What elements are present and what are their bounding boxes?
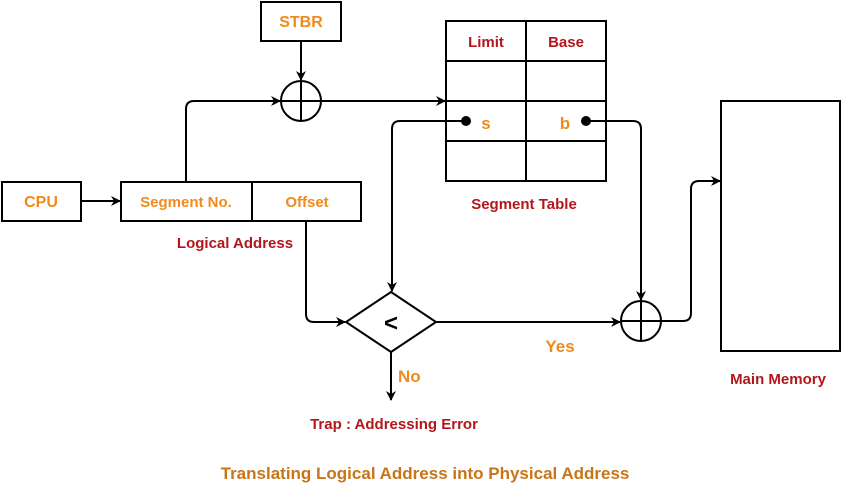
limit-to-comparator-arrow <box>387 120 466 292</box>
cpu-node: CPU <box>1 181 82 222</box>
segment-table-caption: Segment Table <box>471 196 577 213</box>
segment-no-label: Segment No. <box>140 194 232 211</box>
adder-to-main-memory-arrow <box>661 176 721 322</box>
stbr-node: STBR <box>260 1 342 42</box>
logical-address-node: Segment No. Offset <box>120 181 362 222</box>
no-label: No <box>398 367 421 386</box>
segment-table: Limit Base s b <box>445 20 607 182</box>
limit-value-s: s <box>481 114 490 133</box>
cpu-label: CPU <box>24 194 58 211</box>
main-memory-caption: Main Memory <box>730 371 827 388</box>
logical-address-caption: Logical Address <box>177 235 293 252</box>
limit-header: Limit <box>468 34 504 51</box>
base-header: Base <box>548 34 584 51</box>
offset-to-comparator-arrow <box>305 221 346 327</box>
comparator-symbol: < <box>384 310 398 337</box>
stbr-label: STBR <box>279 14 323 31</box>
trap-caption: Trap : Addressing Error <box>310 416 478 433</box>
adder-icon <box>280 80 322 122</box>
main-memory-block <box>720 100 841 352</box>
base-value-b: b <box>560 114 570 133</box>
comparator-node: < <box>344 290 438 354</box>
base-to-adder-arrow <box>586 120 646 301</box>
diagram-title: Translating Logical Address into Physica… <box>221 464 630 483</box>
segment-no-cell <box>120 181 253 222</box>
yes-label: Yes <box>545 337 574 356</box>
adder-icon <box>620 300 662 342</box>
segment-no-to-adder-arrow <box>185 96 281 182</box>
offset-label: Offset <box>285 194 328 211</box>
